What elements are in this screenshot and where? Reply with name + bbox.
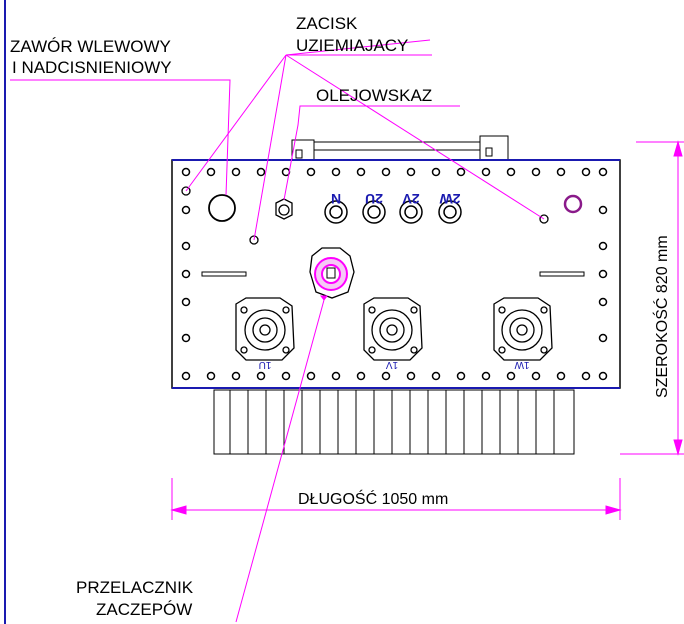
label-zacisk-line2: UZIEMIAJACY	[296, 36, 409, 55]
cover-bolts	[181, 167, 608, 381]
tap-changer	[309, 247, 355, 299]
label-zawor-line1: ZAWÓR WLEWOWY	[10, 37, 171, 56]
bushing-label-2u: 2U	[365, 191, 383, 207]
hv-bushing-1v	[363, 297, 423, 361]
hv-bushing-1w	[493, 297, 553, 361]
radiator-fins	[213, 389, 575, 455]
bushing-label-2v: 2V	[402, 191, 420, 207]
label-przelacznik-line1: PRZELACZNIK	[76, 578, 194, 597]
width-dimension	[620, 140, 684, 456]
lv-bushings	[324, 200, 462, 224]
label-przelacznik-line2: ZACZEPÓW	[96, 600, 193, 619]
length-dimension-label: DŁUGOŚĆ 1050 mm	[298, 491, 449, 508]
filler-valve	[181, 186, 236, 222]
bushing-label-1v: 1V	[386, 359, 399, 370]
hv-bushing-1u	[235, 297, 295, 361]
bushing-label-1w: 1W	[514, 359, 530, 370]
label-zacisk-line1: ZACISK	[296, 14, 358, 33]
oil-level-indicator	[275, 198, 293, 220]
length-dimension	[170, 478, 622, 520]
bushing-label-1u: 1U	[259, 359, 272, 370]
label-zawor-line2: I NADCISNIENIOWY	[12, 58, 172, 77]
label-olejowskaz: OLEJOWSKAZ	[316, 86, 433, 105]
width-dimension-label: SZEROKOŚĆ 820 mm	[654, 235, 671, 398]
bushing-label-n: N	[331, 191, 341, 207]
bushing-label-2w: 2W	[439, 191, 461, 207]
earthing-terminal	[249, 194, 583, 245]
lifting-brackets	[291, 135, 509, 163]
